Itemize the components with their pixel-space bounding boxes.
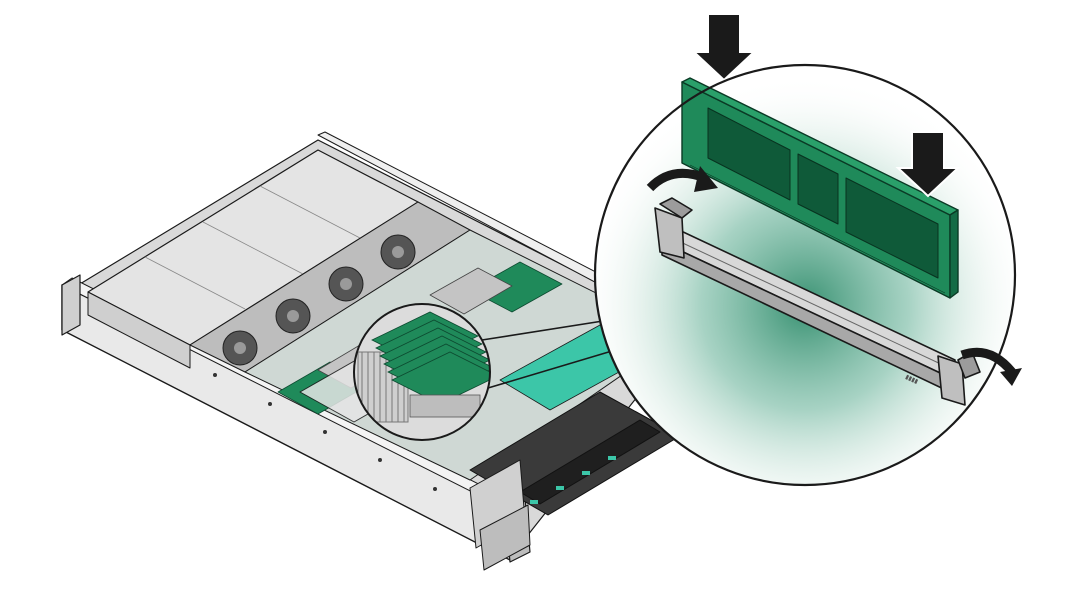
down-arrow-icon (895, 131, 961, 198)
detail-circle: ▮▮▮▮ (593, 13, 1022, 487)
curved-arrow-icon (646, 166, 718, 192)
dimm-slot (654, 197, 981, 406)
fan-row (189, 201, 471, 373)
memory-bank-right (469, 261, 563, 313)
drive-cage-seams (144, 185, 361, 310)
curved-arrow-icon (960, 347, 1022, 386)
dimm-stack-zoom (371, 311, 490, 405)
down-arrow-icon (691, 13, 757, 82)
dimm-chip-1 (707, 107, 791, 201)
chassis-front-bezel (61, 274, 81, 336)
slot-tiny-label: ▮▮▮▮ (904, 373, 919, 385)
slot-latch-right (937, 355, 966, 406)
slot-latch-left (654, 207, 685, 259)
magnifier-small-circle (353, 303, 491, 441)
drive-cage-face (87, 291, 191, 369)
dimm-module (681, 77, 959, 299)
magnifier-connector-lines (481, 317, 633, 389)
power-supplies (469, 459, 531, 571)
dimm-chip-2 (797, 153, 839, 225)
dimm-chip-3 (845, 177, 939, 279)
